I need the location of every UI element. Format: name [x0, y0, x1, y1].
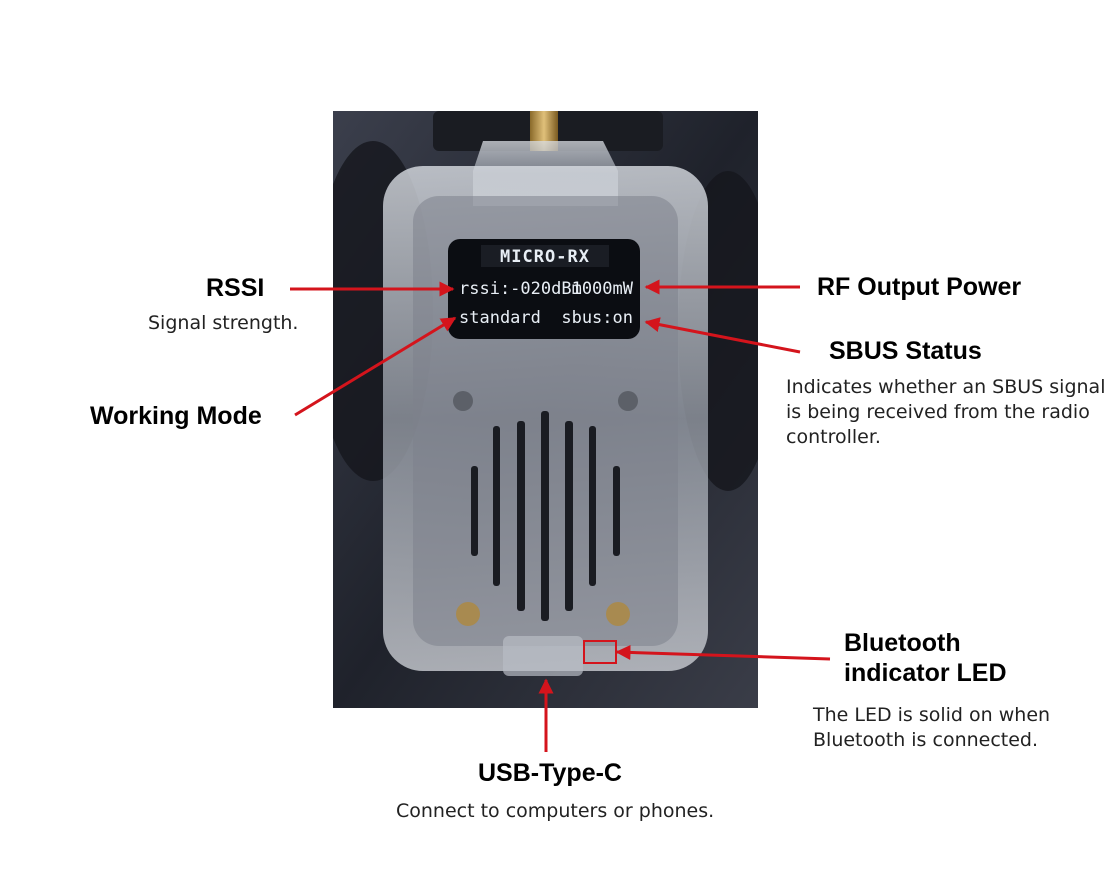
rssi-title: RSSI: [206, 274, 265, 302]
usb-type-c-title: USB-Type-C: [478, 759, 622, 787]
oled-header: MICRO-RX: [500, 247, 590, 267]
bluetooth-led-description: The LED is solid on when Bluetooth is co…: [813, 704, 1051, 751]
oled-rssi-reading: rssi:-020dBm: [459, 279, 582, 299]
rf-output-power-title: RF Output Power: [817, 273, 1022, 301]
sbus-status-title: SBUS Status: [829, 337, 982, 365]
bluetooth-led-title: Bluetooth indicator LED: [844, 629, 1007, 687]
device-illustration: MICRO-RX rssi:-020dBm 1000mW standard sb…: [333, 111, 758, 708]
oled-sbus-reading: sbus:on: [561, 308, 633, 328]
rssi-description: Signal strength.: [148, 312, 299, 334]
working-mode-title: Working Mode: [90, 402, 262, 430]
usb-type-c-description: Connect to computers or phones.: [396, 800, 715, 822]
oled-mode-reading: standard: [459, 308, 541, 328]
vent-grille: [471, 411, 620, 621]
sbus-status-description: Indicates whether an SBUS signal is bein…: [786, 376, 1106, 448]
oled-power-reading: 1000mW: [572, 279, 634, 299]
